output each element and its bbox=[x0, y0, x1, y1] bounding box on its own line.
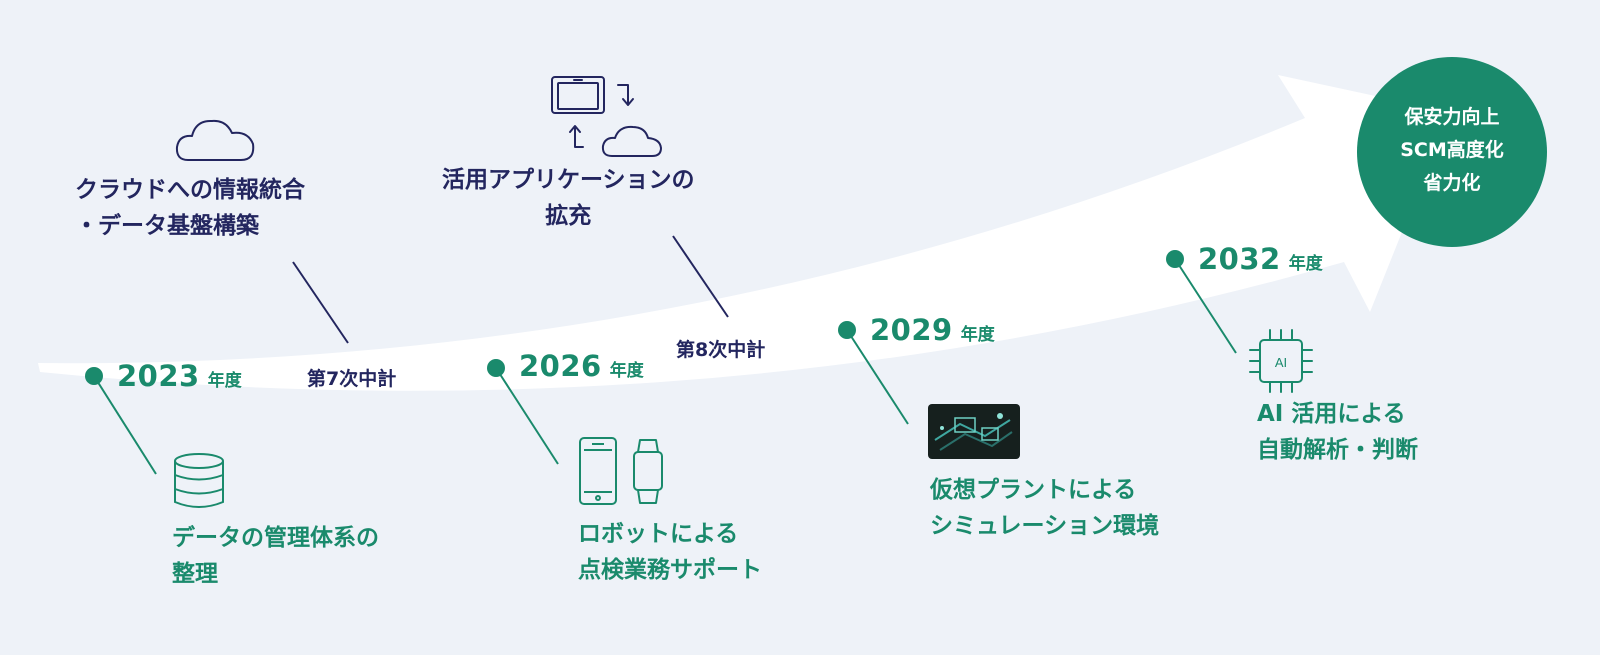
topic-apps: 活用アプリケーションの 拡充 bbox=[442, 162, 695, 234]
milestone-dot-2032 bbox=[1166, 250, 1184, 268]
phone-watch-icon bbox=[579, 437, 663, 505]
milestone-desc-2026: ロボットによる 点検業務サポート bbox=[578, 516, 762, 588]
year-2023: 2023 bbox=[117, 359, 200, 393]
roadmap-arrow bbox=[38, 75, 1450, 391]
milestone-2023-line-2: 整理 bbox=[172, 561, 218, 587]
topic-cloud-line-1: クラウドへの情報統合 bbox=[75, 177, 305, 203]
goal-line-2: SCM高度化 bbox=[1400, 139, 1504, 161]
milestone-desc-2029: 仮想プラントによる シミュレーション環境 bbox=[930, 472, 1159, 544]
topic-apps-line-1: 活用アプリケーションの bbox=[442, 167, 695, 193]
connector-line-2023 bbox=[93, 375, 157, 475]
ai-chip-label: AI bbox=[1275, 355, 1287, 370]
year-2032: 2032 bbox=[1198, 242, 1281, 276]
plan-8-label: 第8次中計 bbox=[676, 339, 766, 361]
virtual-plant-image bbox=[928, 404, 1020, 459]
ai-chip-icon: AI bbox=[1249, 329, 1313, 393]
year-label-2026: 2026 年度 bbox=[519, 349, 644, 383]
milestone-2029-line-2: シミュレーション環境 bbox=[930, 513, 1160, 539]
year-unit-2026: 年度 bbox=[609, 361, 644, 381]
year-unit-2029: 年度 bbox=[960, 325, 995, 345]
milestone-desc-2023: データの管理体系の 整理 bbox=[172, 520, 379, 592]
milestone-2026-line-2: 点検業務サポート bbox=[578, 557, 762, 583]
milestone-dot-2023 bbox=[85, 367, 103, 385]
milestone-desc-2032: AI 活用による 自動解析・判断 bbox=[1257, 396, 1418, 468]
milestone-2032-line-1: AI 活用による bbox=[1257, 401, 1406, 427]
milestone-2029-line-1: 仮想プラントによる bbox=[930, 477, 1137, 503]
goal-circle bbox=[1357, 57, 1547, 247]
year-unit-2032: 年度 bbox=[1288, 254, 1323, 274]
year-2029: 2029 bbox=[870, 313, 953, 347]
connector-line-cloud bbox=[292, 261, 349, 344]
milestone-2032-line-2: 自動解析・判断 bbox=[1257, 437, 1418, 463]
year-label-2029: 2029 年度 bbox=[870, 313, 995, 347]
tablet-cloud-sync-icon bbox=[551, 76, 662, 157]
year-label-2023: 2023 年度 bbox=[117, 359, 242, 393]
connector-line-2029 bbox=[846, 329, 909, 425]
milestone-2023-line-1: データの管理体系の bbox=[172, 525, 379, 551]
cloud-icon bbox=[175, 119, 255, 161]
goal-text: 保安力向上 SCM高度化 省力化 bbox=[1367, 101, 1537, 200]
connector-line-2032 bbox=[1174, 258, 1237, 354]
milestone-dot-2026 bbox=[487, 359, 505, 377]
connector-line-apps bbox=[672, 235, 729, 318]
milestone-dot-2029 bbox=[838, 321, 856, 339]
topic-apps-line-2: 拡充 bbox=[545, 203, 592, 229]
topic-cloud-line-2: ・データ基盤構築 bbox=[75, 213, 259, 239]
topic-cloud: クラウドへの情報統合 ・データ基盤構築 bbox=[75, 172, 305, 244]
plan-7-label: 第7次中計 bbox=[307, 368, 397, 390]
year-label-2032: 2032 年度 bbox=[1198, 242, 1323, 276]
year-unit-2023: 年度 bbox=[207, 371, 242, 391]
goal-line-1: 保安力向上 bbox=[1404, 106, 1500, 128]
connector-line-2026 bbox=[495, 367, 559, 465]
goal-line-3: 省力化 bbox=[1423, 172, 1481, 194]
milestone-2026-line-1: ロボットによる bbox=[578, 521, 739, 547]
database-icon bbox=[174, 453, 224, 508]
year-2026: 2026 bbox=[519, 349, 602, 383]
